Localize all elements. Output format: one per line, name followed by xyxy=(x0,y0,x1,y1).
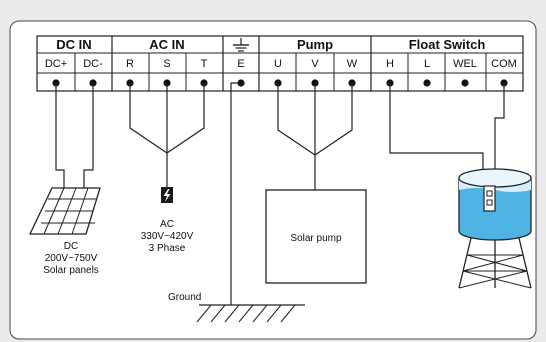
wire-dc-minus xyxy=(83,83,94,188)
group-header-dc-in: DC IN xyxy=(56,37,91,52)
terminal-label-v: V xyxy=(311,58,319,70)
group-header-float-switch: Float Switch xyxy=(409,37,486,52)
solar-panel-icon xyxy=(28,187,101,235)
solar-pump-label: Solar pump xyxy=(290,233,342,244)
dc-source-line-3: Solar panels xyxy=(43,265,99,276)
wire-pump-u xyxy=(277,83,316,156)
wire-ac-r xyxy=(129,83,168,154)
ac-source-line-3: 3 Phase xyxy=(149,243,186,254)
terminal-label-t: T xyxy=(201,58,208,70)
terminal-label-wel: WEL xyxy=(453,58,477,70)
terminal-dot xyxy=(461,79,469,87)
ground-symbol-icon xyxy=(233,38,249,52)
terminal-block: DC IN AC IN Pump Float Switch DC+ DC- R … xyxy=(36,35,524,92)
wire-float-com xyxy=(494,83,505,185)
wire-dc-plus xyxy=(55,83,65,188)
terminal-label-e: E xyxy=(237,58,244,70)
terminal-label-dc-plus: DC+ xyxy=(45,58,67,70)
terminal-label-u: U xyxy=(274,58,282,70)
terminal-label-r: R xyxy=(126,58,134,70)
terminal-label-dc-minus: DC- xyxy=(83,58,103,70)
terminal-dot xyxy=(423,79,431,87)
lightning-bolt-icon xyxy=(161,187,173,203)
solar-pump-box xyxy=(265,189,367,284)
group-header-ac-in: AC IN xyxy=(149,37,184,52)
ac-source-line-1: AC xyxy=(160,219,174,230)
terminal-label-l: L xyxy=(424,58,430,70)
terminal-label-s: S xyxy=(163,58,170,70)
water-tower-icon xyxy=(458,168,532,289)
dc-source-line-1: DC xyxy=(64,241,78,252)
wire-pump-w xyxy=(314,83,353,156)
ground-hatch-icon xyxy=(196,304,305,323)
terminal-label-h: H xyxy=(386,58,394,70)
dc-source-line-2: 200V~750V xyxy=(45,253,98,264)
terminal-label-com: COM xyxy=(491,58,517,70)
wire-ground xyxy=(230,82,241,305)
diagram-panel xyxy=(9,20,537,340)
terminal-label-w: W xyxy=(347,58,358,70)
wire-ac-t xyxy=(166,83,205,154)
ground-label: Ground xyxy=(168,292,201,303)
ac-source-line-2: 330V~420V xyxy=(141,231,194,242)
group-header-pump: Pump xyxy=(297,37,333,52)
